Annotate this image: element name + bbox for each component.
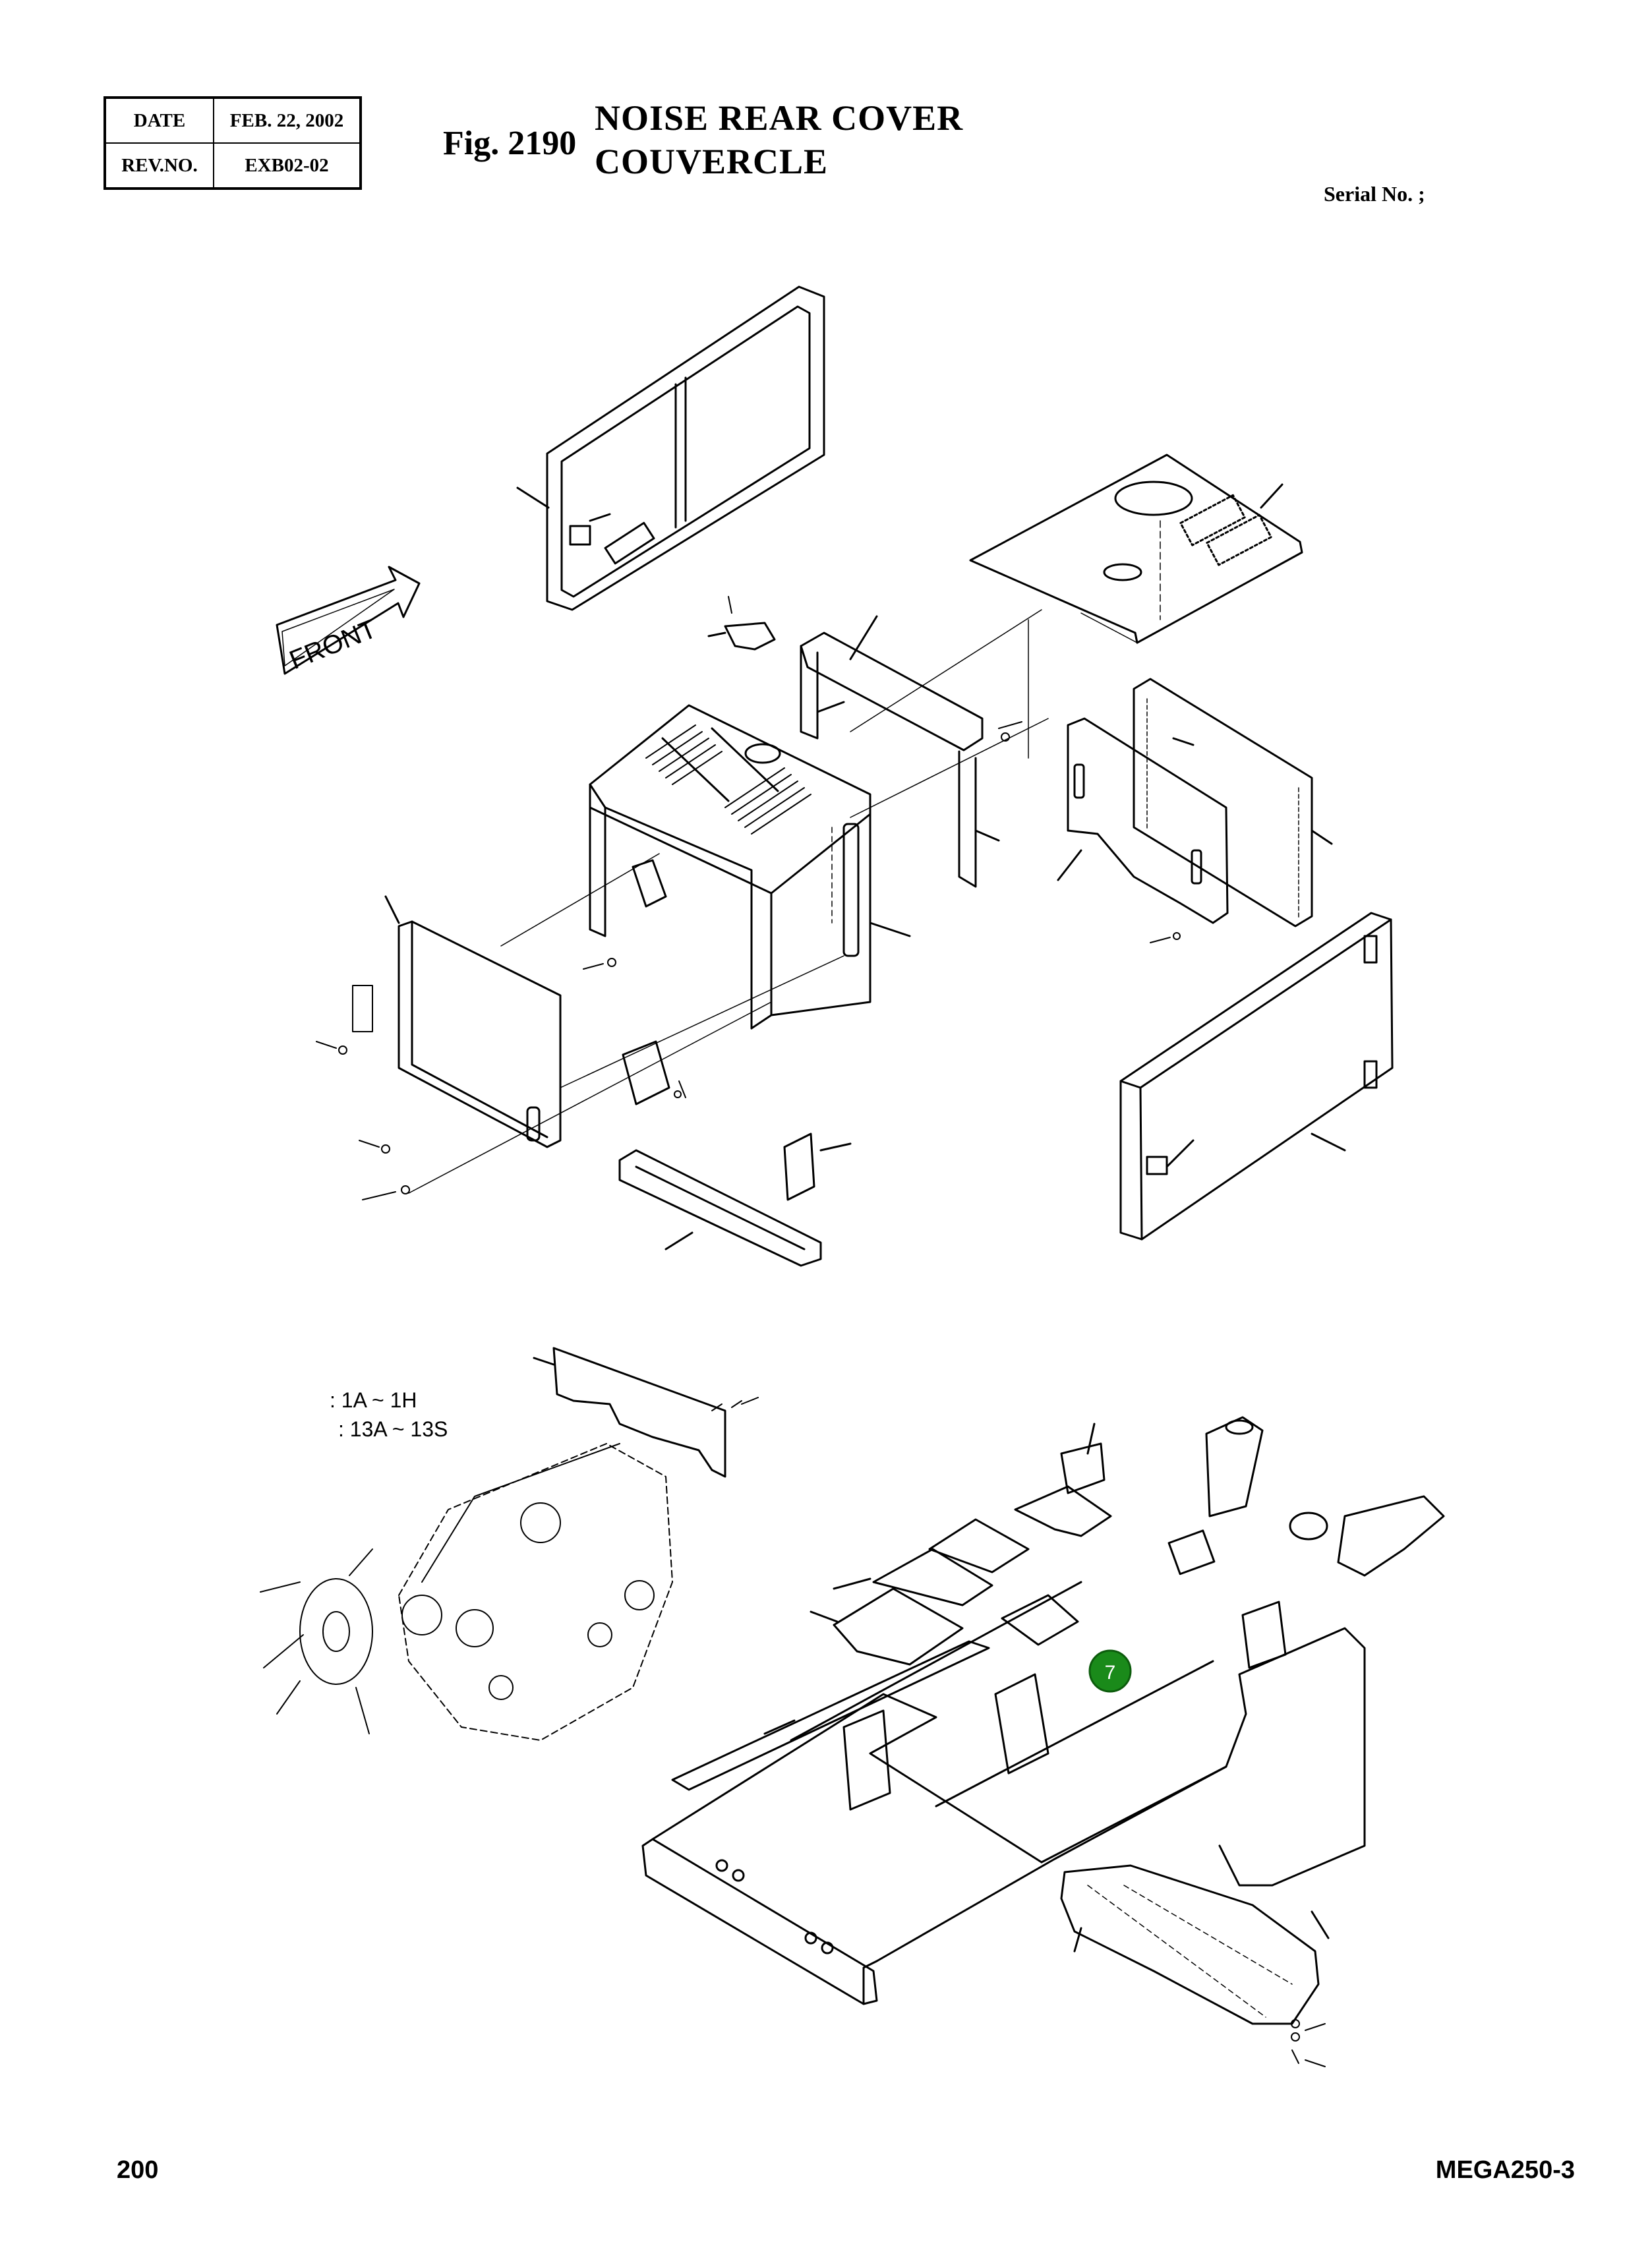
- floor-plates: [811, 1486, 1111, 1664]
- rev-label: REV.NO.: [104, 142, 214, 189]
- figure-number: Fig. 2190: [443, 125, 577, 162]
- leader-lines: [409, 610, 1137, 1193]
- bottom-rail: [620, 1150, 821, 1266]
- model-name: MEGA250-3: [1435, 2156, 1575, 2184]
- revision-table: DATE FEB. 22, 2002 REV.NO. EXB02-02: [103, 96, 362, 190]
- serial-label: Serial No. ;: [1324, 182, 1425, 206]
- legend-line-2: : 13A ~ 13S: [338, 1417, 448, 1441]
- bolts: [316, 597, 1180, 1200]
- left-door-panel: [353, 897, 560, 1147]
- roof-plate: [970, 455, 1302, 643]
- front-label: FRONT: [285, 614, 380, 675]
- front-arrow-outline: [277, 567, 419, 674]
- engine-sketch: [260, 1444, 672, 1740]
- right-door-panel: [1121, 913, 1392, 1239]
- small-bracket-left: [623, 1042, 669, 1104]
- right-tower-parts: [1061, 1417, 1444, 1668]
- date-label: DATE: [104, 97, 214, 144]
- rev-value: EXB02-02: [213, 142, 361, 189]
- callout-number: 7: [1105, 1662, 1116, 1684]
- title-english: NOISE REAR COVER: [595, 98, 964, 138]
- date-value: FEB. 22, 2002: [213, 97, 361, 144]
- upper-door-panel: [517, 287, 824, 610]
- page-number: 200: [117, 2156, 159, 2184]
- bottom-guard-plate: [1061, 1866, 1328, 2067]
- legend-line-1: : 1A ~ 1H: [330, 1388, 417, 1412]
- rear-frame: [801, 616, 999, 887]
- right-side-plate: [1058, 719, 1227, 923]
- engine-baffle-plate: [534, 1348, 758, 1477]
- small-bracket-right: [784, 1134, 850, 1200]
- callout-7: 7: [1090, 1651, 1131, 1691]
- callout-circle: [1090, 1651, 1131, 1691]
- chassis-frame: [643, 1582, 1365, 2004]
- title-french: COUVERCLE: [595, 142, 829, 181]
- small-cap-plate: [709, 623, 775, 649]
- right-bracket-panel: [1134, 679, 1332, 926]
- center-cover-housing: [590, 705, 910, 1028]
